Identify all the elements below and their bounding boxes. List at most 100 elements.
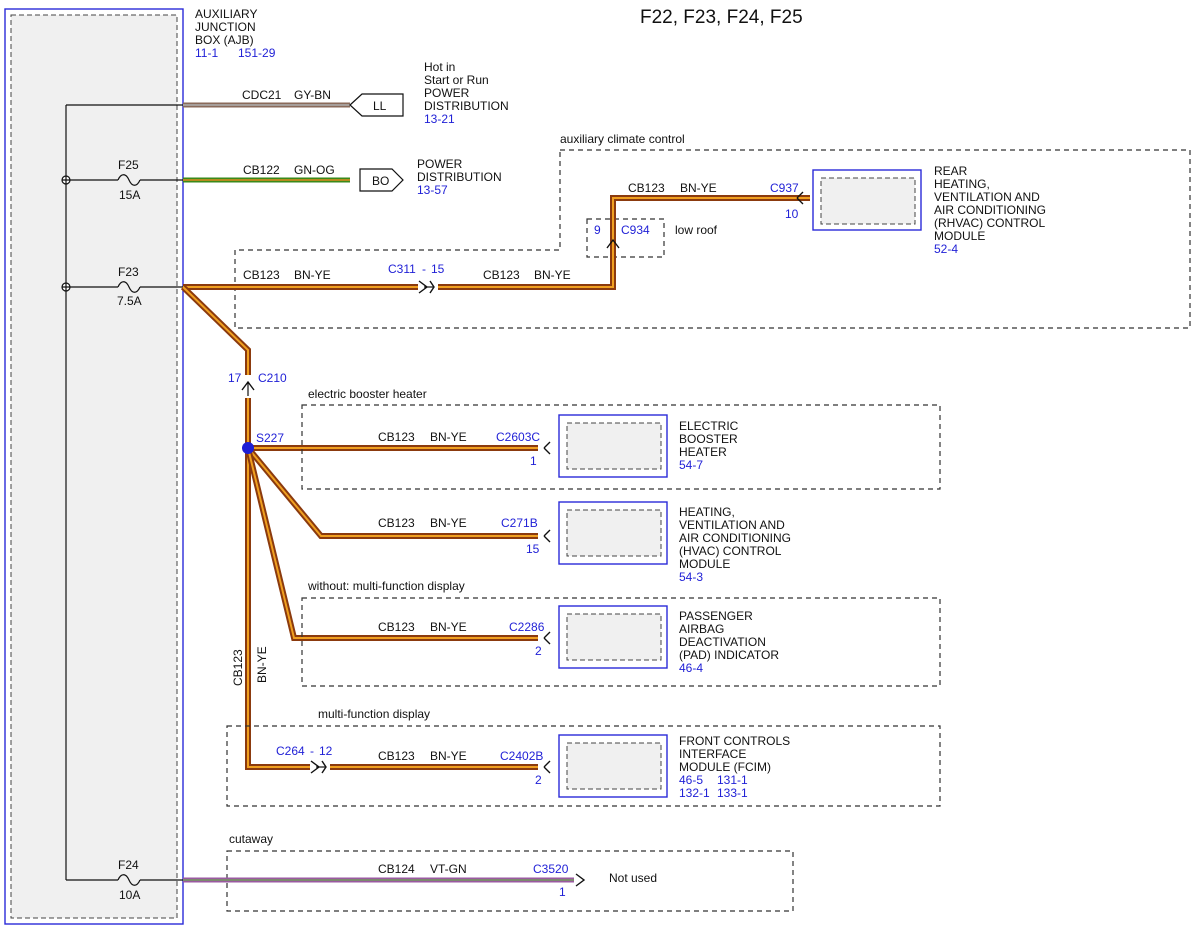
module-pad	[558, 605, 668, 669]
c264-name: C264	[276, 744, 305, 758]
fuse-f24-symbol	[66, 874, 183, 886]
ll-desc-line1: Hot in	[424, 60, 455, 74]
fcim-connector: C2402B	[500, 749, 543, 763]
pad-pin: 2	[535, 644, 542, 658]
cutaway-region	[226, 850, 794, 912]
low-roof-label: low roof	[675, 223, 718, 237]
ll-desc-line4: DISTRIBUTION	[424, 99, 509, 113]
wire-cb123-splice-trunk	[245, 398, 538, 770]
trunk-circuit: CB123	[231, 649, 245, 686]
hvac-ref: 54-3	[679, 570, 703, 584]
fuse-f24-rating: 10A	[119, 888, 140, 902]
splice-s227-name: S227	[256, 431, 284, 445]
connector-bo-label: BO	[372, 174, 389, 188]
module-booster	[558, 414, 668, 478]
booster-region-label: electric booster heater	[308, 387, 427, 401]
booster-pin: 1	[530, 454, 537, 468]
booster-line3: HEATER	[679, 445, 727, 459]
fcim-ref-2: 131-1	[717, 773, 748, 787]
pad-region-label: without: multi-function display	[307, 579, 465, 593]
bo-desc-line2: DISTRIBUTION	[417, 170, 502, 184]
ajb-name-line3: BOX (AJB)	[195, 33, 254, 47]
c311-pin: 15	[431, 262, 445, 276]
booster-arrow-icon	[543, 441, 551, 455]
ll-ref: 13-21	[424, 112, 455, 126]
wire-cb122-circuit: CB122	[243, 163, 280, 177]
wire-cb123-hvac	[245, 446, 538, 539]
fuse-f25-rating: 15A	[119, 188, 140, 202]
hvac-arrow-icon	[543, 529, 551, 543]
hvac-color: BN-YE	[430, 516, 467, 530]
fcim-ref-3: 132-1	[679, 786, 710, 800]
aux-climate-region	[234, 149, 1191, 329]
fcim-line3: MODULE (FCIM)	[679, 760, 771, 774]
cb124-circuit: CB124	[378, 862, 415, 876]
wire-cb123-aux	[183, 195, 810, 290]
hvac-line1: HEATING,	[679, 505, 735, 519]
c3520-pin: 1	[559, 885, 566, 899]
ajb-name-line2: JUNCTION	[195, 20, 256, 34]
ll-desc-line2: Start or Run	[424, 73, 489, 87]
c311-dash: -	[422, 262, 426, 276]
pad-color: BN-YE	[430, 620, 467, 634]
c934-pin: 9	[594, 223, 601, 237]
c934-name: C934	[621, 223, 650, 237]
aux-wire2-color: BN-YE	[534, 268, 571, 282]
hvac-circuit: CB123	[378, 516, 415, 530]
hvac-line3: AIR CONDITIONING	[679, 531, 791, 545]
fcim-pin: 2	[535, 773, 542, 787]
c3520-name: C3520	[533, 862, 569, 876]
wire-cb122-color: GN-OG	[294, 163, 335, 177]
booster-region	[301, 404, 941, 490]
connector-bo-symbol	[359, 168, 404, 192]
pad-circuit: CB123	[378, 620, 415, 634]
hvac-line2: VENTILATION AND	[679, 518, 785, 532]
fuse-f23-rating: 7.5A	[117, 294, 142, 308]
connector-c934-symbol	[606, 238, 620, 249]
ajb-box	[4, 8, 184, 925]
fuse-f23-symbol	[70, 281, 183, 293]
pad-line2: AIRBAG	[679, 622, 724, 636]
aux-wire2-circuit: CB123	[483, 268, 520, 282]
hvac-connector: C271B	[501, 516, 538, 530]
fuse-f25-symbol	[70, 174, 183, 186]
not-used-text: Not used	[609, 871, 657, 885]
pad-region	[301, 597, 941, 687]
fcim-line1: FRONT CONTROLS	[679, 734, 790, 748]
rhvac-line5: (RHVAC) CONTROL	[934, 216, 1045, 230]
page-title: F22, F23, F24, F25	[640, 7, 803, 28]
module-hvac	[558, 501, 668, 565]
module-fcim	[558, 734, 668, 798]
rhvac-line6: MODULE	[934, 229, 985, 243]
c937-name: C937	[770, 181, 799, 195]
fcim-line2: INTERFACE	[679, 747, 746, 761]
fuse-f23-id: F23	[118, 265, 139, 279]
bo-desc-line1: POWER	[417, 157, 463, 171]
wire-cdc21-color: GY-BN	[294, 88, 331, 102]
booster-color: BN-YE	[430, 430, 467, 444]
pad-line1: PASSENGER	[679, 609, 753, 623]
pad-line4: (PAD) INDICATOR	[679, 648, 779, 662]
cutaway-label: cutaway	[229, 832, 273, 846]
fuse-f24-id: F24	[118, 858, 139, 872]
booster-line1: ELECTRIC	[679, 419, 739, 433]
booster-circuit: CB123	[378, 430, 415, 444]
c264-dash: -	[310, 744, 314, 758]
c210-name: C210	[258, 371, 287, 385]
pad-line3: DEACTIVATION	[679, 635, 766, 649]
connector-c311-symbol	[418, 280, 435, 294]
connector-c210-symbol	[241, 380, 255, 396]
rhvac-ref: 52-4	[934, 242, 958, 256]
rhvac-line4: AIR CONDITIONING	[934, 203, 1046, 217]
pad-ref: 46-4	[679, 661, 703, 675]
connector-ll-label: LL	[373, 99, 387, 113]
trunk-color: BN-YE	[255, 646, 269, 683]
c210-pin: 17	[228, 371, 242, 385]
fuse-f25-id: F25	[118, 158, 139, 172]
aux-wire3-color: BN-YE	[680, 181, 717, 195]
rhvac-line2: HEATING,	[934, 177, 990, 191]
pad-connector: C2286	[509, 620, 545, 634]
c264-pin: 12	[319, 744, 333, 758]
booster-ref: 54-7	[679, 458, 703, 472]
